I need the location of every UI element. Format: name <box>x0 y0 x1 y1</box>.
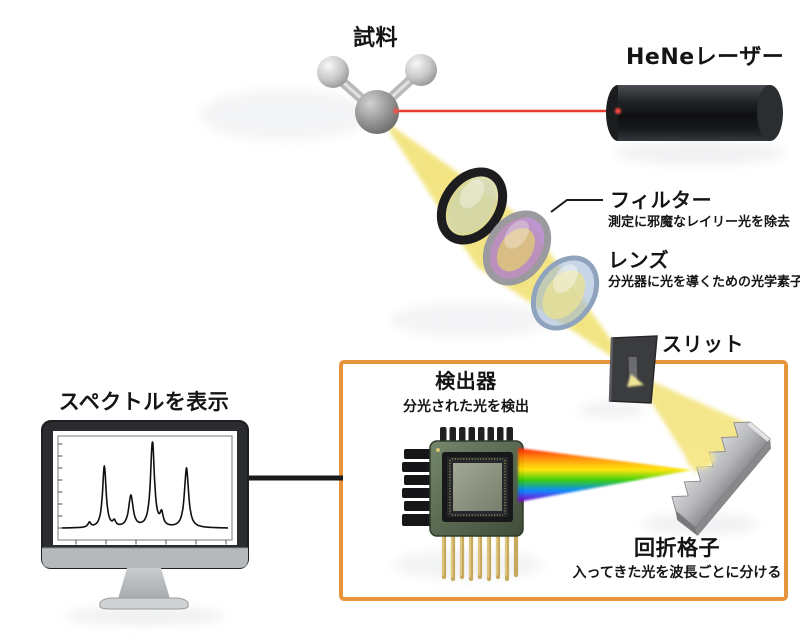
lens-label: レンズ <box>608 248 670 272</box>
detector-description: 分光された光を検出 <box>403 399 529 415</box>
focus-lens <box>530 255 600 331</box>
sample-label: 試料 <box>353 26 399 51</box>
diffraction-grating <box>671 421 771 536</box>
collection-lens <box>436 167 508 245</box>
spectrum-plot <box>57 435 233 545</box>
laser-device <box>606 85 783 141</box>
filter-leader-line <box>550 199 603 213</box>
dispersed-rainbow-beam <box>518 448 692 502</box>
monitor-base <box>99 597 189 610</box>
display-monitor <box>41 420 249 610</box>
beam-spot-on-grating <box>687 449 715 469</box>
detector-heatsink <box>402 449 435 526</box>
filter-label: フィルター <box>610 188 713 212</box>
laser-label: HeNeレーザー <box>626 45 785 70</box>
y-axis-ticks <box>58 443 63 529</box>
grating-description: 入ってきた光を波長ごとに分ける <box>572 565 782 581</box>
monitor-label: スペクトルを表示 <box>58 390 230 414</box>
lens-description: 分光器に光を導くための光学素子 <box>608 275 800 290</box>
slit-label: スリット <box>662 332 744 356</box>
sample-molecule <box>317 54 437 134</box>
slit-plate <box>608 335 658 404</box>
monitor-stand <box>118 568 170 599</box>
spectrum-curve <box>61 441 229 529</box>
sensor-active-area <box>453 463 502 511</box>
filter-element <box>482 210 552 286</box>
detector-bottom-pins <box>441 533 519 582</box>
filter-description: 測定に邪魔なレイリー光を除去 <box>608 215 791 230</box>
x-axis-ticks <box>75 540 227 545</box>
grating-label: 回折格子 <box>634 536 720 560</box>
ccd-detector <box>402 427 524 582</box>
detector-label: 検出器 <box>435 369 497 393</box>
